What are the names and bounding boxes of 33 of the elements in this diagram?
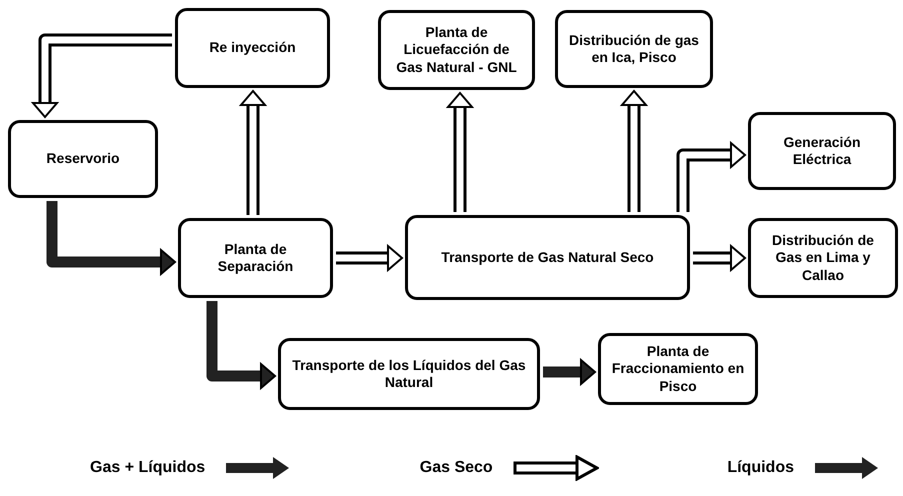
process-box — [378, 10, 535, 90]
hollow-block-arrow — [620, 89, 648, 212]
hollow-block-arrow — [676, 140, 747, 212]
legend-label: Líquidos — [727, 458, 794, 478]
process-box — [8, 120, 158, 198]
legend-label: Gas Seco — [420, 458, 493, 478]
box-label: Planta de Separación — [216, 240, 294, 276]
box-label: Planta de Licuefacción de Gas Natural - GNL — [395, 24, 518, 76]
process-box — [598, 333, 758, 405]
box-label: Reservorio — [46, 150, 120, 168]
hollow-block-arrow — [446, 91, 474, 212]
process-box — [278, 338, 540, 410]
hollow-block-arrow — [30, 34, 172, 119]
dark-block-arrow — [46, 201, 177, 276]
box-label: Planta de Fraccionamiento en Pisco — [610, 342, 746, 396]
process-box — [555, 10, 713, 88]
box-label: Generación Eléctrica — [782, 134, 862, 168]
dark-block-arrow — [543, 358, 597, 386]
hollow-block-arrow — [238, 89, 268, 215]
box-label: Distribución de gas en Ica, Pisco — [568, 32, 700, 66]
box-label: Distribución de Gas en Lima y Callao — [771, 232, 875, 284]
dark-block-arrow — [206, 301, 277, 390]
process-box — [748, 218, 898, 298]
process-box — [748, 112, 896, 190]
process-box — [405, 215, 690, 300]
process-box — [178, 218, 333, 298]
hollow-block-arrow — [336, 244, 404, 272]
box-label: Re inyección — [209, 39, 296, 57]
process-box — [175, 8, 330, 88]
legend-label: Gas + Líquidos — [90, 458, 206, 478]
hollow-block-arrow — [693, 244, 747, 272]
box-label: Transporte de Gas Natural Seco — [441, 248, 654, 266]
box-label: Transporte de los Líquidos del Gas Natural — [291, 356, 527, 392]
